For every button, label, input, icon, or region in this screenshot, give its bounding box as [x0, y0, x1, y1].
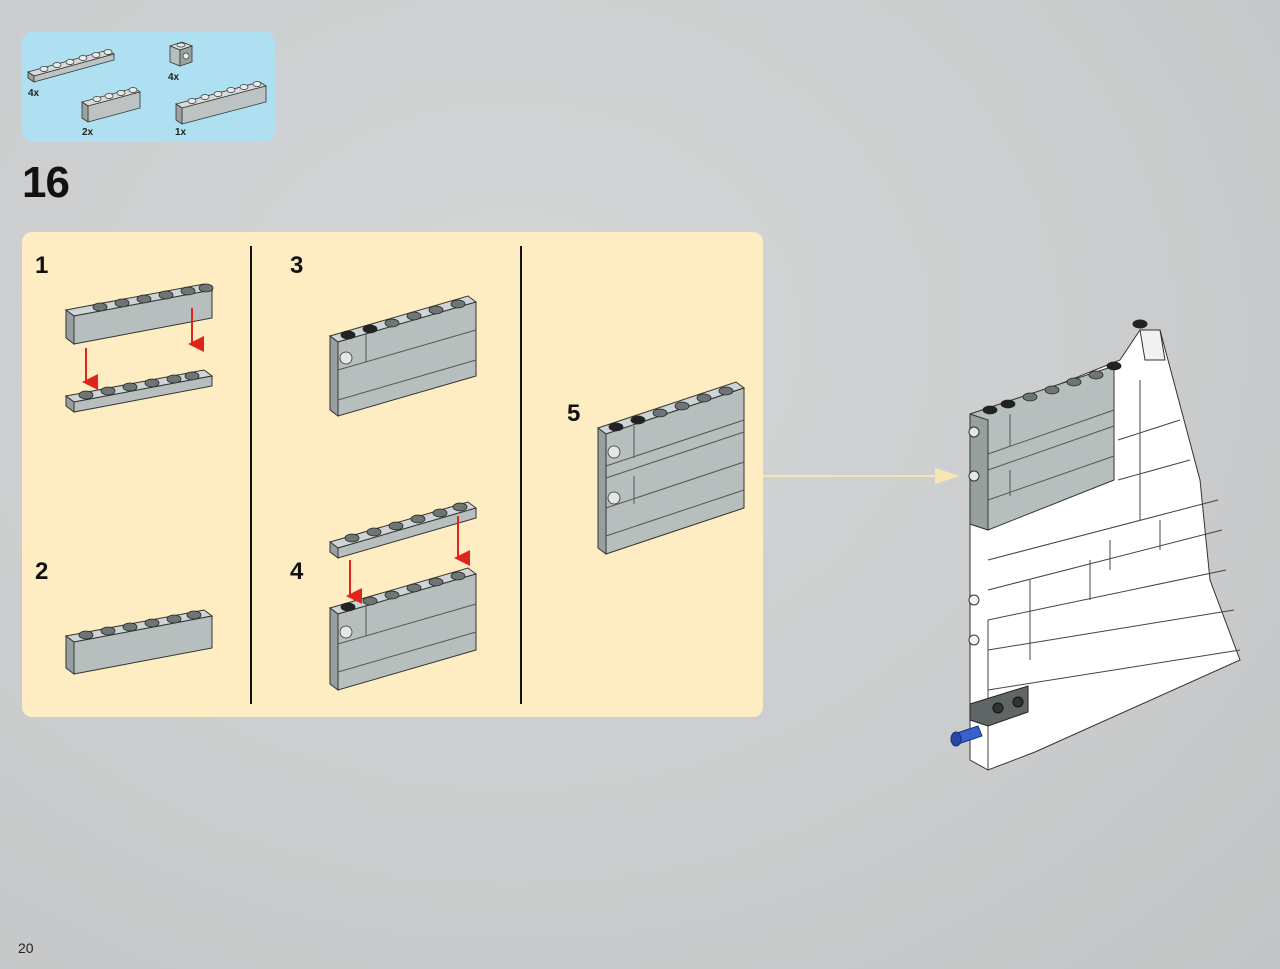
step-number: 16	[22, 158, 70, 207]
substep4-assembly-icon	[328, 567, 478, 691]
page-number: 20	[18, 940, 34, 956]
part-qty: 4x	[28, 88, 40, 99]
substep1-plate-icon	[64, 369, 214, 413]
blue-pin-icon	[950, 725, 983, 747]
assembly-illustrations	[64, 283, 746, 691]
brick-1x4-icon	[81, 87, 141, 123]
brick-1x1-side-stud-icon	[168, 41, 194, 67]
substep-number: 5	[567, 400, 581, 427]
part-qty: 4x	[168, 72, 180, 83]
substep-panel: 1 2 3 4 5	[22, 232, 763, 717]
plate-1x6-icon	[27, 49, 115, 83]
wall-model-icon	[950, 319, 1241, 771]
brick-1x6-icon	[175, 81, 267, 125]
substep4-plate-icon	[328, 501, 478, 559]
panel-divider	[250, 246, 252, 704]
callout-arrowhead-icon	[935, 468, 960, 484]
panel-divider	[520, 246, 522, 704]
substep3-assembly-icon	[328, 295, 478, 417]
part-qty: 1x	[175, 127, 187, 138]
substep-number: 2	[35, 558, 49, 585]
substep-number: 1	[35, 252, 49, 279]
substep-number: 4	[290, 558, 304, 585]
parts-list: 4x 4x 2x 1x	[22, 32, 275, 142]
substep2-brick-icon	[64, 609, 214, 675]
part-qty: 2x	[82, 127, 94, 138]
substep5-assembly-icon	[596, 381, 746, 555]
parts-illustrations	[27, 41, 267, 125]
substep1-brick-icon	[64, 283, 214, 345]
substep-number: 3	[290, 252, 304, 279]
